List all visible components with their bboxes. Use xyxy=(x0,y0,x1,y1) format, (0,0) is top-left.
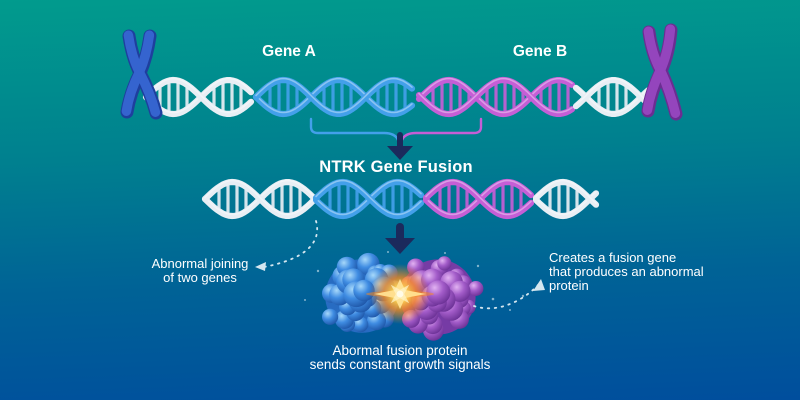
gene-a-label: Gene A xyxy=(262,43,316,60)
dashed-arrow-right-icon xyxy=(473,279,545,310)
converge-arrow-icon xyxy=(309,117,483,160)
note-creates-fusion-gene: Creates a fusion gene that produces an a… xyxy=(549,250,704,293)
note-abnormal-joining: Abnormal joining of two genes xyxy=(151,256,249,285)
note-fusion-protein-signals: Abormal fusion protein sends constant gr… xyxy=(309,343,491,372)
spark-burst-icon xyxy=(366,264,434,324)
fusion-protein xyxy=(304,251,525,341)
dna-helix-top xyxy=(142,76,652,118)
gene-b-label: Gene B xyxy=(512,43,568,60)
dna-helix-fusion xyxy=(201,178,600,220)
chromosome-left xyxy=(120,29,163,120)
down-arrow-icon xyxy=(385,223,415,254)
fusion-title: NTRK Gene Fusion xyxy=(319,158,473,176)
dashed-arrow-left-icon xyxy=(255,220,319,271)
chromosome-right xyxy=(641,23,683,121)
